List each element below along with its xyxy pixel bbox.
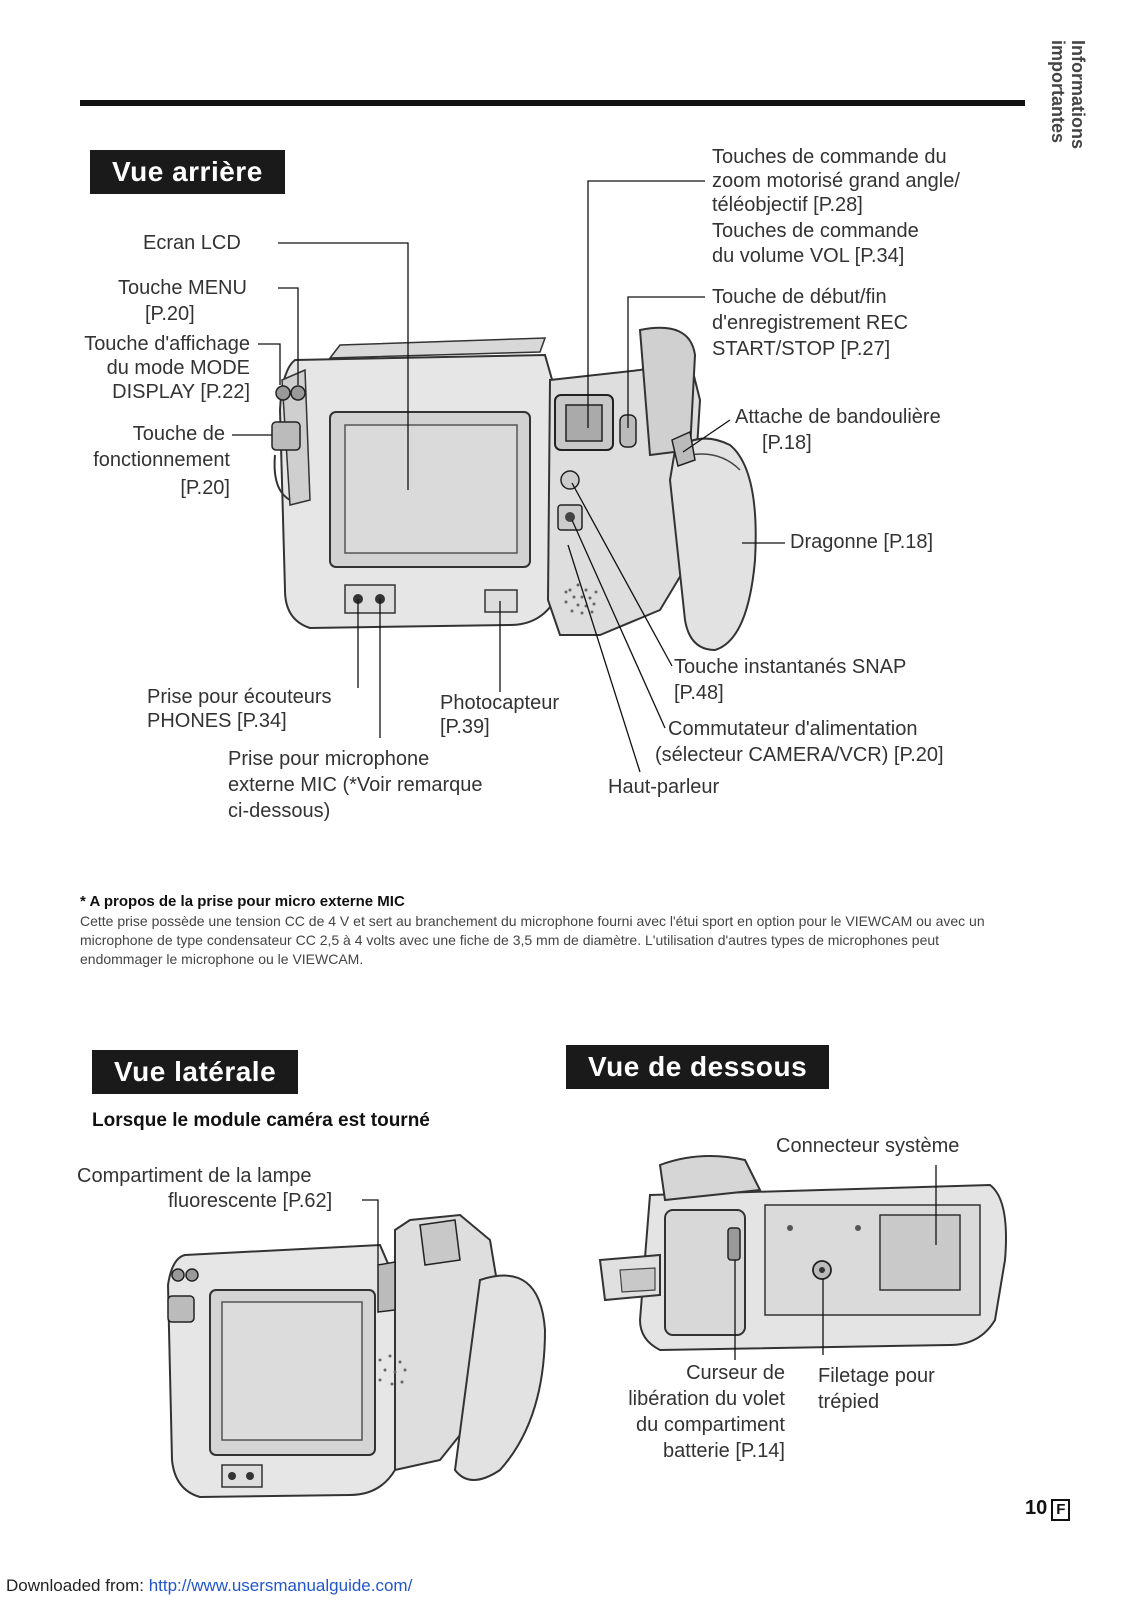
label-volume: Touches de commande xyxy=(712,220,919,242)
note-title: * A propos de la prise pour micro extern… xyxy=(80,893,405,910)
rear-camera-illustration xyxy=(232,180,785,773)
label-display-button: Touche d'affichage xyxy=(84,333,250,355)
label-snap-button: Touche instantanés SNAP xyxy=(674,656,907,678)
section-tab: Informations importantes xyxy=(1048,40,1088,150)
label-tripod-socket-2: trépied xyxy=(818,1391,880,1413)
label-zoom-3: téléobjectif [P.28] xyxy=(712,194,863,216)
label-lamp-compartment-2: fluorescente [P.62] xyxy=(168,1190,333,1212)
label-operation-button: Touche de xyxy=(132,423,225,445)
label-zoom-2: zoom motorisé grand angle/ xyxy=(712,170,960,192)
label-lamp-compartment: Compartiment de la lampe xyxy=(77,1165,312,1187)
label-battery-release-4: batterie [P.14] xyxy=(663,1440,785,1462)
label-phones-jack: Prise pour écouteurs xyxy=(147,686,332,708)
label-volume-2: du volume VOL [P.34] xyxy=(712,245,905,267)
label-display-button-3: DISPLAY [P.22] xyxy=(112,381,250,403)
label-speaker: Haut-parleur xyxy=(608,776,720,798)
footer-prefix: Downloaded from: xyxy=(6,1576,149,1595)
label-rec-button-2: d'enregistrement REC xyxy=(712,312,909,334)
label-phones-jack-2: PHONES [P.34] xyxy=(147,710,287,732)
label-lcd-screen: Ecran LCD xyxy=(143,232,241,254)
label-operation-button-3: [P.20] xyxy=(180,477,230,499)
label-hand-strap: Dragonne [P.18] xyxy=(790,531,934,553)
label-zoom: Touches de commande du xyxy=(712,146,947,168)
label-menu-button-page: [P.20] xyxy=(145,303,195,325)
rear-view-title: Vue arrière xyxy=(90,150,285,194)
label-power-switch: Commutateur d'alimentation xyxy=(668,718,918,740)
footer-link[interactable]: http://www.usersmanualguide.com/ xyxy=(148,1576,413,1595)
side-view-title: Vue latérale xyxy=(92,1050,299,1094)
side-view-subtitle: Lorsque le module caméra est tourné xyxy=(92,1110,430,1131)
label-battery-release-2: libération du volet xyxy=(628,1388,785,1410)
label-display-button-2: du mode MODE xyxy=(106,357,250,379)
label-system-connector: Connecteur système xyxy=(776,1135,960,1157)
top-rule xyxy=(80,100,1025,106)
label-photosensor-2: [P.39] xyxy=(440,716,490,738)
note-body: Cette prise possède une tension CC de 4 … xyxy=(80,913,985,967)
label-strap-attach-2: [P.18] xyxy=(762,432,812,454)
label-mic-jack: Prise pour microphone xyxy=(228,748,430,770)
label-menu-button: Touche MENU xyxy=(118,277,247,299)
page-number-value: 10 xyxy=(1025,1497,1048,1519)
label-photosensor: Photocapteur xyxy=(440,692,559,714)
label-tripod-socket: Filetage pour xyxy=(818,1365,935,1387)
label-rec-button: Touche de début/fin xyxy=(712,286,887,308)
label-power-switch-2: (sélecteur CAMERA/VCR) [P.20] xyxy=(655,744,944,766)
label-strap-attach: Attache de bandoulière xyxy=(735,406,941,428)
label-snap-button-2: [P.48] xyxy=(674,682,724,704)
label-battery-release-3: du compartiment xyxy=(636,1414,785,1436)
label-battery-release: Curseur de xyxy=(686,1362,785,1384)
label-rec-button-3: START/STOP [P.27] xyxy=(712,338,891,360)
label-mic-jack-3: ci-dessous) xyxy=(228,800,331,822)
download-footer: Downloaded from: http://www.usersmanualg… xyxy=(6,1576,412,1596)
bottom-view-title: Vue de dessous xyxy=(566,1045,830,1089)
label-operation-button-2: fonctionnement xyxy=(93,449,230,471)
label-mic-jack-2: externe MIC (*Voir remarque xyxy=(228,774,483,796)
language-badge: F xyxy=(1051,1499,1071,1521)
